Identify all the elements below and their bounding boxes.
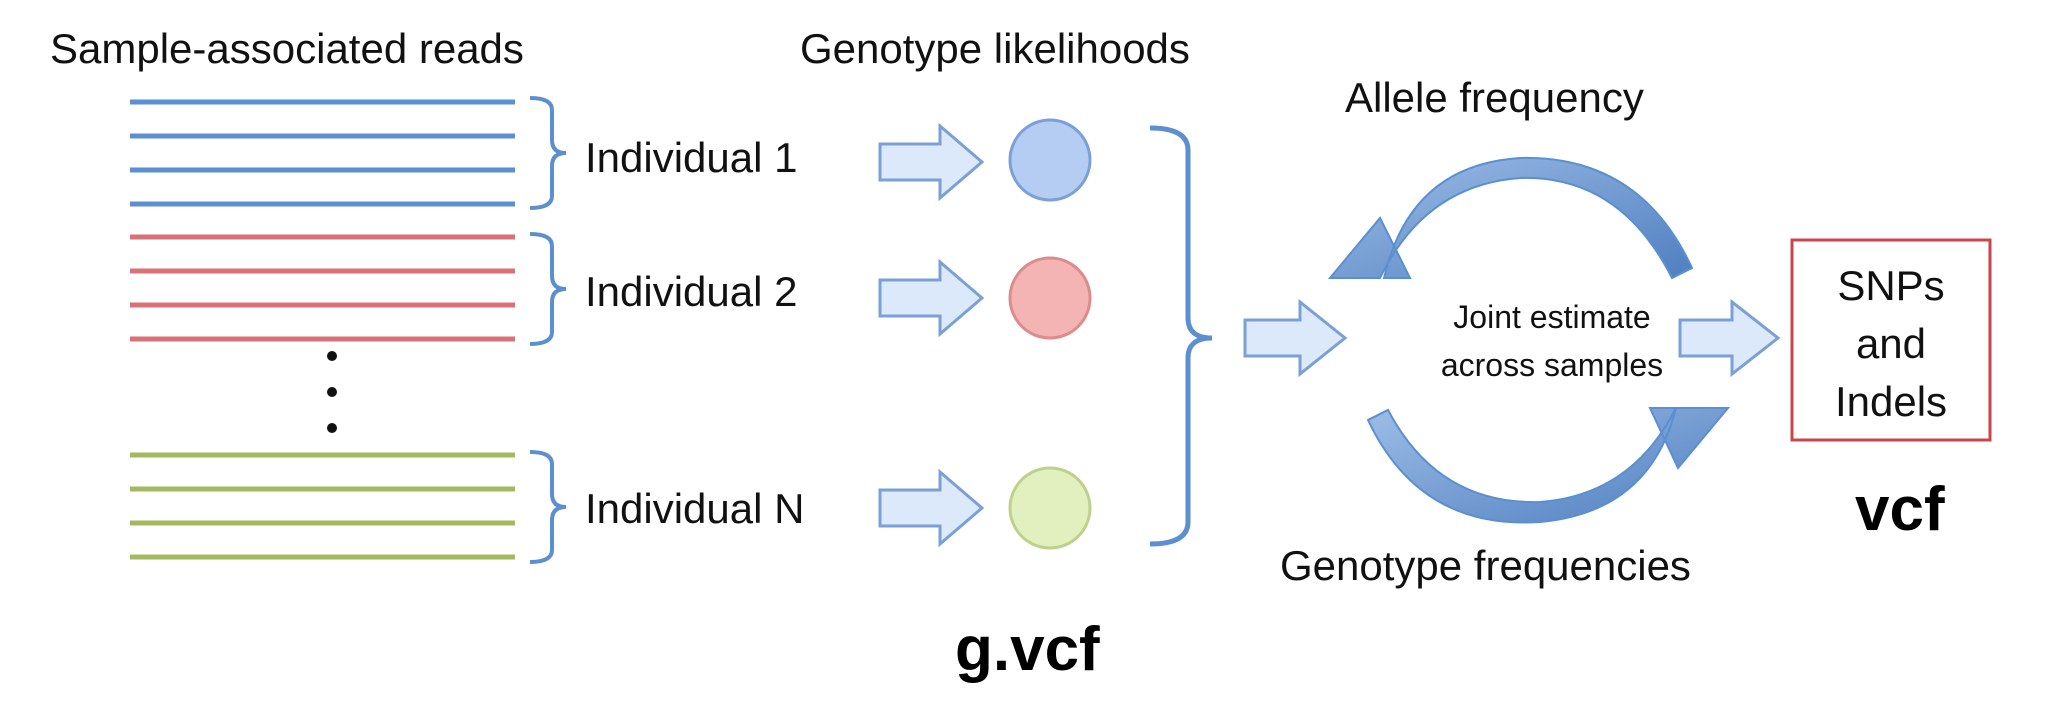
- gvcf-label: g.vcf: [955, 615, 1100, 684]
- likelihood-circle-1: [1008, 118, 1092, 202]
- individual-n-label: Individual N: [585, 485, 804, 532]
- dot: [327, 387, 337, 397]
- bracket-individual-1: [529, 96, 567, 210]
- bracket-individual-n: [529, 450, 567, 564]
- cycle-arrow-bottom: [1366, 407, 1731, 524]
- dot: [327, 423, 337, 433]
- dot: [327, 351, 337, 361]
- reads-group-2: [130, 234, 515, 342]
- genotype-frequencies-label: Genotype frequencies: [1280, 542, 1691, 589]
- arrow-to-cycle: [1243, 298, 1348, 378]
- reads-group-1: [130, 99, 515, 207]
- big-bracket: [1149, 125, 1213, 547]
- vcf-label: vcf: [1855, 475, 1945, 544]
- output-line3: Indels: [1835, 378, 1947, 425]
- bracket-individual-2: [529, 232, 567, 346]
- reads-group-n: [130, 452, 515, 560]
- individual-2-label: Individual 2: [585, 268, 797, 315]
- joint-estimate-line1: Joint estimate: [1453, 299, 1650, 335]
- likelihood-circle-n: [1008, 466, 1092, 550]
- output-line1: SNPs: [1837, 262, 1944, 309]
- cycle-arrow-top: [1327, 156, 1694, 280]
- output-line2: and: [1856, 320, 1926, 367]
- allele-frequency-label: Allele frequency: [1345, 74, 1644, 121]
- likelihoods-heading: Genotype likelihoods: [800, 25, 1190, 72]
- arrow-to-likelihood-2: [878, 258, 985, 338]
- arrow-to-output: [1678, 298, 1781, 378]
- ellipsis-dots: [327, 351, 337, 433]
- arrow-to-likelihood-1: [878, 122, 985, 202]
- joint-estimate-line2: across samples: [1441, 347, 1663, 383]
- reads-heading: Sample-associated reads: [50, 25, 524, 72]
- individual-1-label: Individual 1: [585, 134, 797, 181]
- likelihood-circle-2: [1008, 256, 1092, 340]
- output-box: [1790, 238, 1992, 442]
- arrow-to-likelihood-n: [878, 468, 985, 548]
